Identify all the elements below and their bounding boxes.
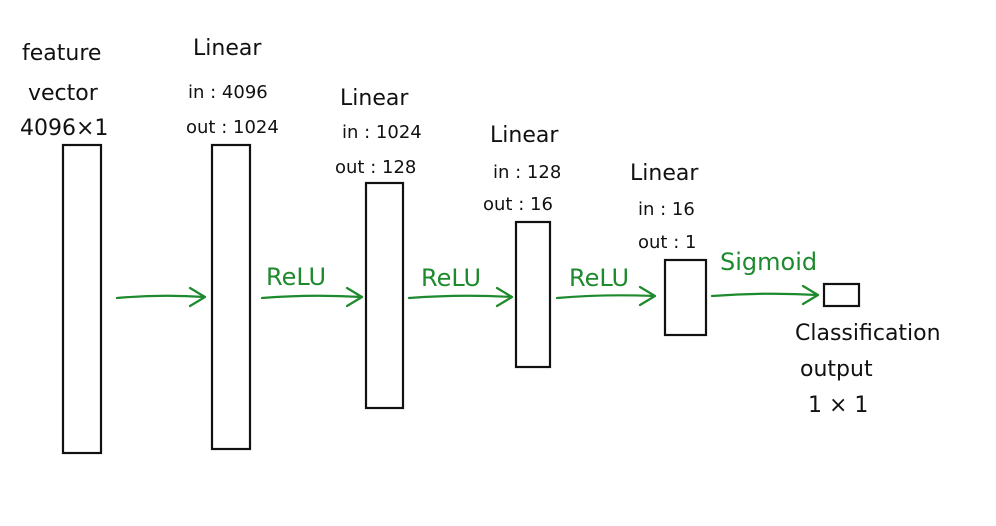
layer2-box <box>364 181 405 410</box>
activation-sigmoid: Sigmoid <box>720 248 817 276</box>
layer2-name: Linear <box>340 86 409 111</box>
layer2-in: in : 1024 <box>342 122 422 143</box>
input-vector-box <box>61 143 103 455</box>
output-label-line1: Classification <box>795 321 941 346</box>
layer1-in: in : 4096 <box>188 82 268 103</box>
layer4-out: out : 1 <box>638 232 696 253</box>
activation-relu-1: ReLU <box>266 263 326 291</box>
layer3-in: in : 128 <box>493 162 561 183</box>
layer3-out: out : 16 <box>483 194 553 215</box>
layer1-box <box>210 143 252 451</box>
layer1-name: Linear <box>193 36 262 61</box>
arrow-layer4-to-output <box>710 284 820 306</box>
layer-3: Linear in : 128 out : 16 <box>483 123 561 369</box>
arrow-layer3-to-layer4 <box>555 285 657 307</box>
output-block: Classification output 1 × 1 <box>795 282 941 418</box>
output-label-line3: 1 × 1 <box>808 393 868 418</box>
layer-2: Linear in : 1024 out : 128 <box>335 86 422 410</box>
arrow-layer2-to-layer3 <box>407 286 514 308</box>
arrow-input-to-layer1 <box>115 286 207 308</box>
layer-1: Linear in : 4096 out : 1024 <box>186 36 279 451</box>
activation-relu-2: ReLU <box>421 264 481 292</box>
arrow-layer1-to-layer2 <box>260 286 364 308</box>
layer3-box <box>514 220 552 369</box>
layer3-name: Linear <box>490 123 559 148</box>
layer2-out: out : 128 <box>335 157 416 178</box>
layer4-in: in : 16 <box>638 199 695 220</box>
layer1-out: out : 1024 <box>186 117 279 138</box>
output-label-line2: output <box>800 357 873 382</box>
input-label-line1: feature <box>22 41 101 66</box>
layer4-box <box>663 258 708 337</box>
input-label-line3: 4096×1 <box>20 116 108 141</box>
layer4-name: Linear <box>630 161 699 186</box>
activation-relu-3: ReLU <box>569 264 629 292</box>
input-block: feature vector 4096×1 <box>20 41 108 455</box>
input-label-line2: vector <box>28 81 99 106</box>
layer-4: Linear in : 16 out : 1 <box>630 161 708 337</box>
output-box <box>822 282 861 308</box>
